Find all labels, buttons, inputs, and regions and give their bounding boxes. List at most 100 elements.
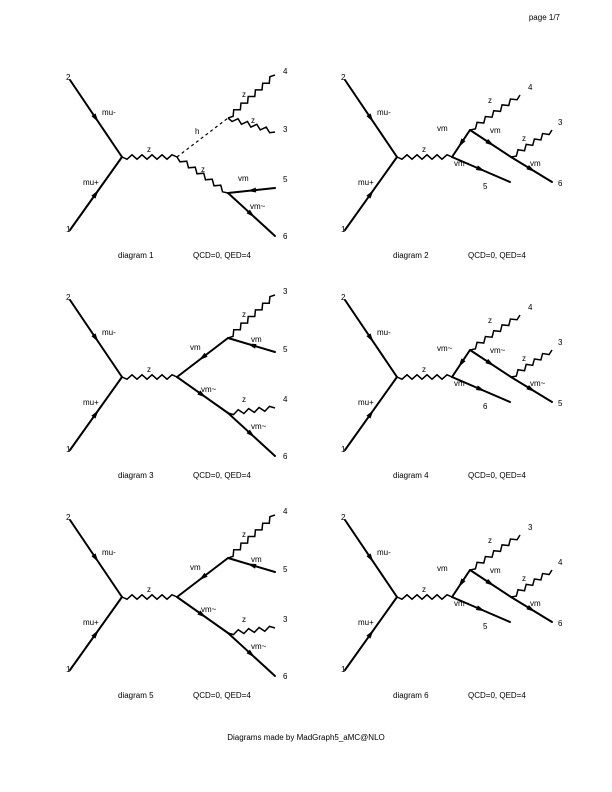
internal-fermion-propagator-arrow	[485, 138, 495, 146]
lower-propagator-label: vm~	[201, 605, 217, 614]
internal-fermion-propagator-arrow	[485, 358, 495, 366]
external-leg-1-label: 1	[66, 225, 71, 234]
lower-leg-1-label: vm	[238, 174, 249, 183]
upper-boson	[227, 294, 276, 339]
incoming-antimuon-line-arrow	[366, 409, 374, 419]
secondary-outgoing-boson	[510, 349, 553, 378]
upper-boson	[227, 514, 276, 559]
lower-propagator-label: vm~	[454, 599, 470, 608]
external-leg-5-label: 3	[283, 615, 288, 624]
secondary-outgoing-fermion-arrow	[526, 165, 536, 172]
lower-outgoing-antifermion-arrow	[246, 649, 255, 658]
external-leg-3-label: 3	[283, 287, 288, 296]
z-label: z	[147, 365, 151, 374]
external-leg-5-label: 5	[483, 182, 488, 191]
z-decay-propagator	[176, 156, 229, 194]
lower-outgoing-antifermion-arrow	[246, 429, 255, 438]
incoming-antimuon-line-arrow	[91, 189, 99, 199]
external-leg-2-label: 2	[341, 73, 346, 82]
lower-fermion-propagator-arrow	[197, 390, 207, 398]
external-leg-2-label: 2	[341, 293, 346, 302]
external-leg-2-label: 2	[66, 513, 71, 522]
diagram-graphic	[344, 299, 553, 451]
z-propagator	[121, 593, 178, 601]
footer-credit: Diagrams made by MadGraph5_aMC@NLO	[227, 733, 385, 742]
external-leg-6-label: 6	[558, 179, 563, 188]
antimuon-label: mu+	[358, 398, 374, 407]
upper-outgoing-fermion-arrow	[247, 563, 257, 569]
coupling-orders: QCD=0, QED=4	[193, 251, 251, 260]
incoming-muon-line-arrow	[91, 553, 99, 563]
diagram-title: diagram 5	[118, 691, 154, 700]
diagram-graphic	[344, 79, 553, 231]
lower-leg-1-label: z	[242, 395, 246, 404]
upper-fermion-propagator-arrow	[458, 138, 466, 148]
z-label: z	[422, 145, 426, 154]
muon-label: mu-	[102, 108, 116, 117]
lower-propagator-label: vm~	[454, 159, 470, 168]
lower-leg-2-label: vm~	[251, 642, 267, 651]
diagram-graphic	[69, 514, 276, 677]
incoming-antimuon-line-arrow	[366, 629, 374, 639]
upper-outgoing-fermion-arrow	[247, 343, 257, 349]
muon-label: mu-	[377, 548, 391, 557]
upper-outgoing-boson	[469, 534, 521, 571]
z-label: z	[422, 365, 426, 374]
secondary-outgoing-boson	[510, 569, 553, 598]
upper-fermion-propagator-arrow	[458, 358, 466, 368]
external-leg-6-label: 5	[558, 399, 563, 408]
lower-outgoing-fermion-arrow	[247, 187, 257, 193]
upper-leg-2-label: vm	[251, 335, 262, 344]
upper-fermion-propagator-arrow	[198, 572, 208, 581]
external-leg-3-label: 4	[283, 507, 288, 516]
upper-fermion-propagator-arrow	[198, 352, 208, 361]
incoming-antimuon-line-arrow	[91, 409, 99, 419]
lower-boson	[227, 405, 276, 416]
diagram-title: diagram 3	[118, 471, 154, 480]
antimuon-label: mu+	[83, 618, 99, 627]
upper-propagator-label: vm	[437, 124, 448, 133]
upper-leg-1-label: z	[242, 530, 246, 539]
coupling-orders: QCD=0, QED=4	[193, 691, 251, 700]
antimuon-label: mu+	[83, 178, 99, 187]
incoming-antimuon-line-arrow	[91, 629, 99, 639]
external-leg-6-label: 6	[283, 232, 288, 241]
incoming-muon-line-arrow	[366, 333, 374, 343]
coupling-orders: QCD=0, QED=4	[468, 471, 526, 480]
external-leg-5-label: 5	[483, 622, 488, 631]
lower-outgoing-fermion-arrow	[475, 385, 486, 392]
external-leg-2-label: 2	[66, 293, 71, 302]
higgs-propagator	[176, 117, 229, 158]
z-propagator	[396, 373, 453, 381]
secondary-fermion-label: vm~	[530, 379, 546, 388]
external-leg-3-label: 4	[528, 303, 533, 312]
z-label: z	[147, 145, 151, 154]
lower-outgoing-fermion-arrow	[475, 165, 486, 172]
lower-leg-2-label: vm~	[250, 202, 266, 211]
lower-propagator-label: z	[201, 165, 205, 174]
coupling-orders: QCD=0, QED=4	[468, 691, 526, 700]
lower-boson	[227, 625, 276, 636]
upper-propagator-label: vm	[190, 563, 201, 572]
diagram-title: diagram 2	[393, 251, 429, 260]
external-leg-4-label: 4	[558, 558, 563, 567]
antimuon-label: mu+	[83, 398, 99, 407]
diagram-graphic	[69, 294, 276, 457]
muon-label: mu-	[102, 328, 116, 337]
muon-label: mu-	[377, 328, 391, 337]
lower-outgoing-fermion-arrow	[475, 605, 486, 612]
upper-propagator-label: vm~	[437, 344, 453, 353]
internal-propagator-label: vm	[490, 566, 501, 575]
secondary-boson-label: z	[522, 134, 526, 143]
lower-propagator-label: vm	[454, 379, 465, 388]
external-leg-5-label: 5	[283, 175, 288, 184]
upper-outgoing-boson	[469, 94, 521, 131]
secondary-boson-label: z	[522, 574, 526, 583]
upper-leg-1-label: z	[242, 90, 246, 99]
external-leg-4-label: 5	[283, 565, 288, 574]
external-leg-4-label: 3	[283, 125, 288, 134]
